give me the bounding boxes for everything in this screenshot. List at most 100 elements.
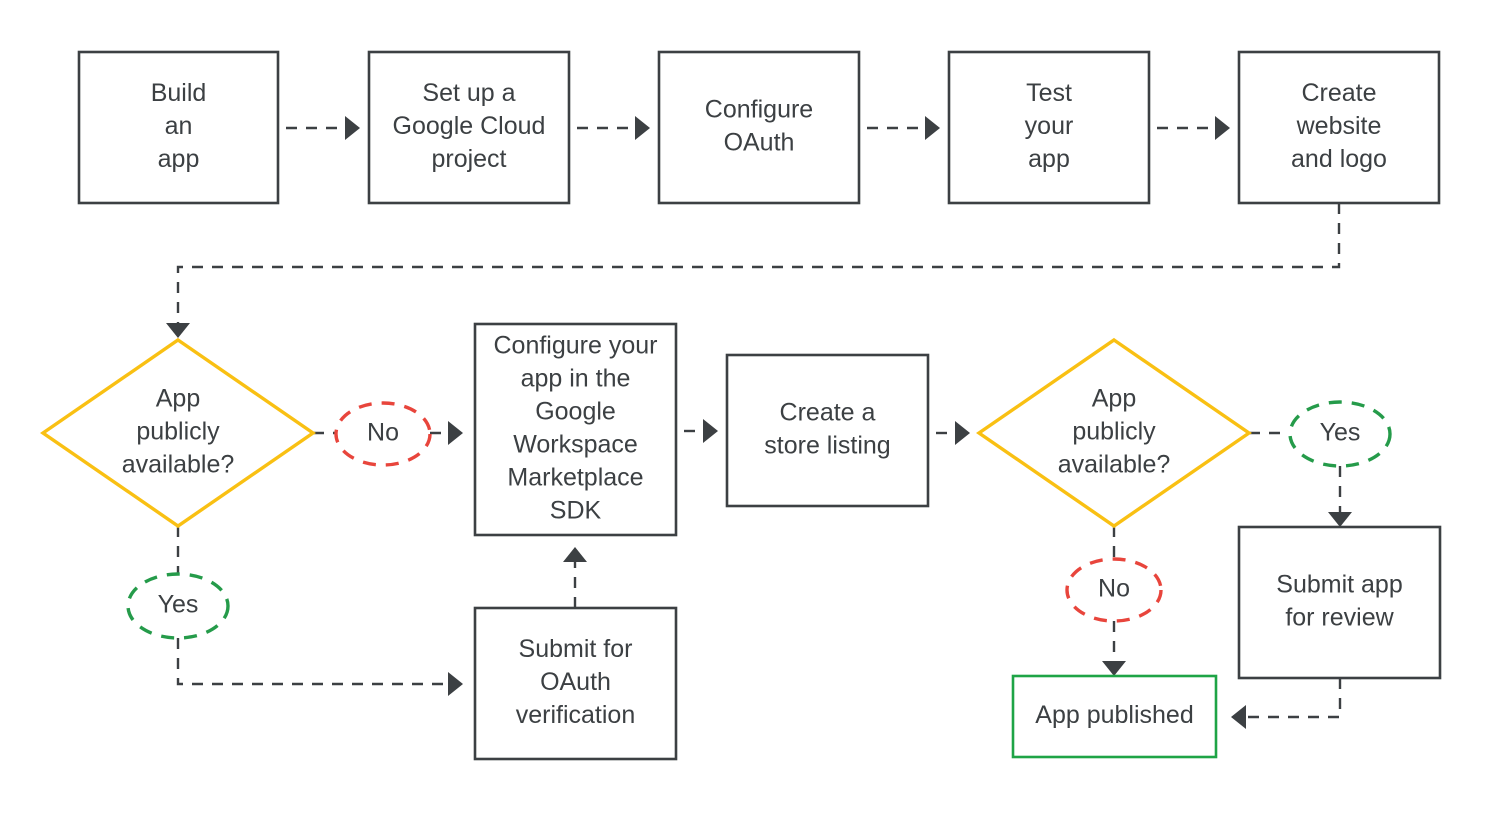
node-text-line: App published — [1035, 701, 1193, 729]
node-app-publicly-available-right[interactable]: App publicly available? — [976, 337, 1252, 529]
node-text-line: Set up a — [422, 79, 515, 107]
node-text-line: store listing — [764, 432, 890, 460]
node-text-line: project — [431, 145, 506, 173]
node-text-line: Workspace — [513, 431, 638, 459]
connector-test-to-create-website — [1157, 116, 1230, 140]
arrowhead-icon — [1215, 116, 1230, 140]
arrowhead-icon — [448, 672, 463, 696]
arrowhead-icon — [1231, 705, 1246, 729]
connector-decision-right-no-to-published — [1102, 526, 1126, 676]
node-test-your-app[interactable]: Test your app — [947, 50, 1151, 205]
node-text-line: Google Cloud — [393, 112, 546, 140]
process-box[interactable] — [77, 50, 280, 205]
connector-setup-to-oauth — [577, 116, 650, 140]
decision-diamond[interactable] — [40, 337, 316, 529]
node-configure-app-in-marketplace-sdk[interactable]: Configure your app in theGoogleWorkspaceM… — [473, 322, 678, 537]
node-text-line: Build — [151, 79, 207, 107]
yes-badge-outline — [1288, 400, 1392, 468]
node-text-line: website — [1296, 112, 1382, 140]
node-text-line: app — [1028, 145, 1070, 173]
connector-line — [176, 526, 448, 686]
arrowhead-icon — [955, 421, 970, 445]
yes-badge-outline — [126, 572, 230, 640]
process-box[interactable] — [473, 322, 678, 537]
node-text-line: app — [158, 145, 200, 173]
node-text-line: Create a — [780, 399, 876, 427]
node-text-line: SDK — [550, 497, 602, 525]
node-build-an-app[interactable]: Build an app — [77, 50, 280, 205]
node-text-line: app in the — [521, 365, 631, 393]
node-text-line: an — [165, 112, 193, 140]
node-text-line: Configure your — [494, 332, 658, 360]
connector-decision-left-yes-to-oauth-verification — [176, 526, 463, 696]
arrowhead-icon — [925, 116, 940, 140]
process-box[interactable] — [1237, 525, 1442, 680]
process-box[interactable] — [657, 50, 861, 205]
node-text-line: publicly — [1072, 418, 1156, 446]
process-box[interactable] — [1237, 50, 1441, 205]
node-text-line: OAuth — [724, 129, 795, 157]
node-text-line: for review — [1285, 604, 1394, 632]
connector-build-to-setup — [286, 116, 360, 140]
process-box[interactable] — [367, 50, 571, 205]
edge-label-yes-label-right: Yes — [1288, 400, 1392, 468]
connector-create-website-to-decision-left — [166, 203, 1341, 338]
node-text-line: Configure — [705, 96, 813, 124]
node-set-up-google-cloud-project[interactable]: Set up a Google Cloud project — [367, 50, 571, 205]
node-text-line: App — [1092, 385, 1136, 413]
decision-diamond[interactable] — [976, 337, 1252, 529]
node-submit-app-for-review[interactable]: Submit app for review — [1237, 525, 1442, 680]
connector-decision-right-yes-to-submit-review — [1249, 431, 1352, 527]
edge-label-no-label-left: No — [334, 401, 432, 467]
process-box[interactable] — [473, 606, 678, 761]
node-text-line: available? — [122, 451, 235, 479]
connector-submit-review-to-published — [1231, 678, 1342, 729]
edge-label-text: Yes — [158, 591, 199, 619]
node-text-line: available? — [1058, 451, 1171, 479]
terminal-box[interactable] — [1011, 674, 1218, 759]
node-text-line: Marketplace — [507, 464, 643, 492]
edge-label-yes-label-left: Yes — [126, 572, 230, 640]
no-badge-outline — [1065, 557, 1163, 623]
edge-label-no-label-right: No — [1065, 557, 1163, 623]
node-text-line: Google — [535, 398, 616, 426]
arrowhead-icon — [1102, 661, 1126, 676]
connector-line — [1246, 678, 1342, 719]
arrowhead-icon — [563, 547, 587, 562]
connector-line — [1249, 431, 1342, 512]
connector-oauth-verification-to-sdk — [563, 547, 587, 608]
edge-label-text: Yes — [1320, 419, 1361, 447]
process-box[interactable] — [725, 353, 930, 508]
node-text-line: verification — [516, 701, 636, 729]
no-badge-outline — [334, 401, 432, 467]
node-text-line: App — [156, 385, 200, 413]
connector-store-listing-to-decision-right — [936, 421, 970, 445]
node-text-line: Submit for — [519, 635, 633, 663]
node-app-published[interactable]: App published — [1011, 674, 1218, 759]
edge-label-text: No — [367, 419, 399, 447]
node-text-line: your — [1025, 112, 1074, 140]
connector-layer — [166, 116, 1352, 729]
arrowhead-icon — [345, 116, 360, 140]
connector-oauth-to-test — [867, 116, 940, 140]
arrowhead-icon — [448, 421, 463, 445]
process-box[interactable] — [947, 50, 1151, 205]
arrowhead-icon — [703, 419, 718, 443]
node-create-store-listing[interactable]: Create a store listing — [725, 353, 930, 508]
arrowhead-icon — [635, 116, 650, 140]
connector-sdk-to-store-listing — [684, 419, 718, 443]
edge-label-text: No — [1098, 575, 1130, 603]
node-text-line: Test — [1026, 79, 1072, 107]
node-text-line: OAuth — [540, 668, 611, 696]
node-text-line: Create — [1301, 79, 1376, 107]
node-text-line: Submit app — [1276, 571, 1402, 599]
connector-line — [176, 203, 1341, 323]
